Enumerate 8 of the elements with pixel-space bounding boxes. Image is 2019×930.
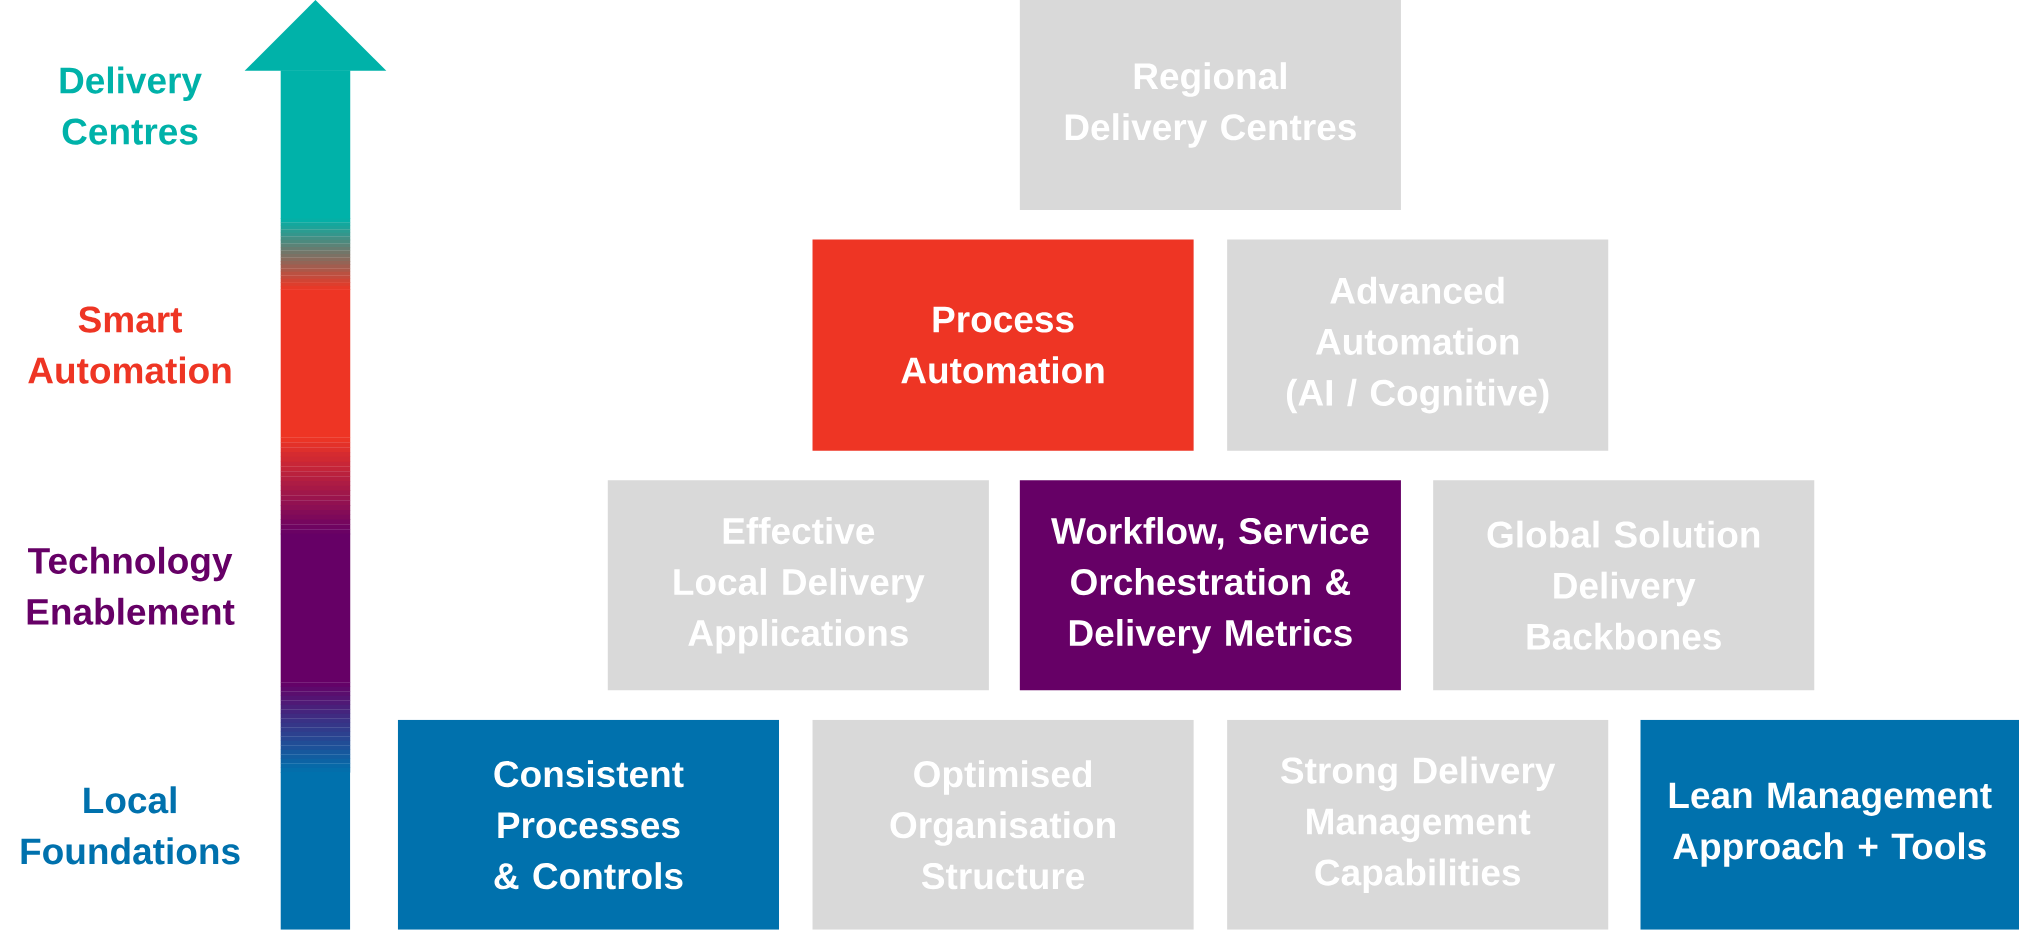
highlight-box: Process Automation [812,239,1194,451]
level-label: Smart Automation [28,306,231,384]
highlight-box: Consistent Processes & Controls [397,719,779,930]
highlight-box: Workflow, Service Orchestration & Delivery Metrics [1019,480,1401,691]
highlight-box: Lean Management Approach + Tools [1640,719,2019,930]
level-label: Local Foundations [21,786,240,865]
level-label: Technology Enablement [27,546,235,626]
level-label: Delivery Centres [60,66,202,145]
